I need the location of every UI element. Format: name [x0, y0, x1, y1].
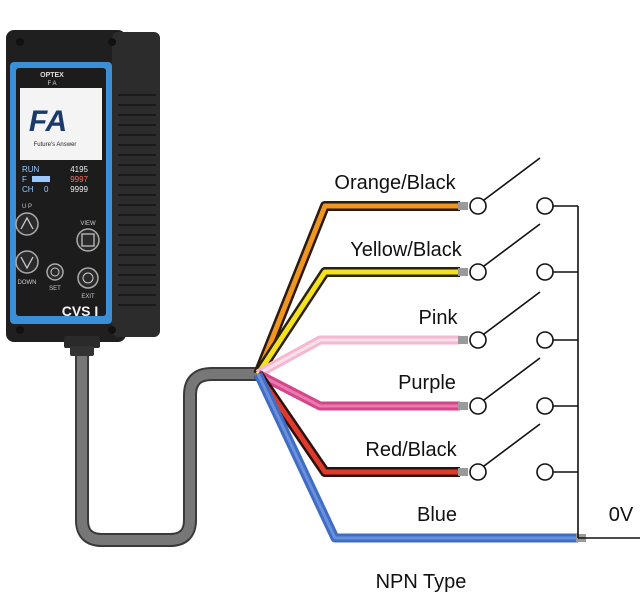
brand-text: OPTEX	[40, 72, 64, 79]
down-label: DOWN	[18, 280, 37, 286]
view-icon	[81, 233, 95, 247]
wire-label-blue: Blue	[417, 504, 457, 526]
contact-right-2	[536, 263, 554, 281]
wire-label-yellow-black: Yellow/Black	[350, 239, 463, 261]
exit-label: EXIT	[81, 294, 95, 300]
readout-row-run-label: RUN	[22, 165, 40, 174]
status-readout: RUN 4195 F 9997 CH 0 9999	[22, 165, 89, 194]
up-label: U P	[22, 204, 32, 210]
contact-right-4	[536, 397, 554, 415]
level-bar	[32, 176, 50, 182]
logo-screen	[20, 88, 102, 160]
view-label: VIEW	[80, 221, 96, 227]
contact-left-1	[469, 197, 487, 215]
readout-row-run-value: 4195	[70, 165, 88, 174]
wire-red-black	[253, 371, 460, 477]
view-button[interactable]	[76, 228, 100, 252]
wire-yellow-black	[253, 267, 460, 377]
switch-schematic	[469, 157, 640, 539]
exit-button[interactable]	[77, 267, 99, 289]
wire-purple	[255, 370, 460, 411]
wires	[253, 201, 586, 543]
wire-label-purple: Purple	[398, 372, 456, 394]
readout-row-ch-channel: 0	[44, 185, 49, 194]
wire-label-pink: Pink	[419, 307, 459, 329]
wire-orange-black	[253, 201, 460, 376]
set-button[interactable]	[46, 263, 64, 281]
wire-label-orange-black: Orange/Black	[334, 172, 456, 194]
wire-pink	[255, 335, 460, 378]
readout-row-ch-value: 9999	[70, 185, 88, 194]
readout-row-f-value: 9997	[70, 175, 88, 184]
sensor-device: OPTEX F A FA Future's Answer RUN 4195 F …	[6, 30, 160, 356]
contact-right-5	[536, 463, 554, 481]
logo-tagline: Future's Answer	[34, 142, 77, 148]
wire-label-red-black: Red/Black	[365, 439, 457, 461]
contact-left-4	[469, 397, 487, 415]
readout-row-f-label: F	[22, 175, 27, 184]
contact-right-1	[536, 197, 554, 215]
brand-sub-text: F A	[47, 81, 56, 87]
wire-blue	[253, 372, 578, 543]
down-button[interactable]	[15, 250, 39, 274]
up-arrow-icon	[20, 216, 34, 230]
contact-left-5	[469, 463, 487, 481]
contact-left-2	[469, 263, 487, 281]
up-button[interactable]	[15, 212, 39, 236]
set-label: SET	[49, 286, 61, 292]
logo-text: FA	[29, 105, 67, 138]
common-label-0v: 0V	[609, 504, 634, 526]
down-arrow-icon	[20, 256, 34, 270]
contact-right-3	[536, 331, 554, 349]
contact-left-3	[469, 331, 487, 349]
caption: NPN Type	[376, 571, 467, 593]
readout-row-ch-label: CH	[22, 185, 34, 194]
model-label: CVS I	[62, 303, 99, 319]
